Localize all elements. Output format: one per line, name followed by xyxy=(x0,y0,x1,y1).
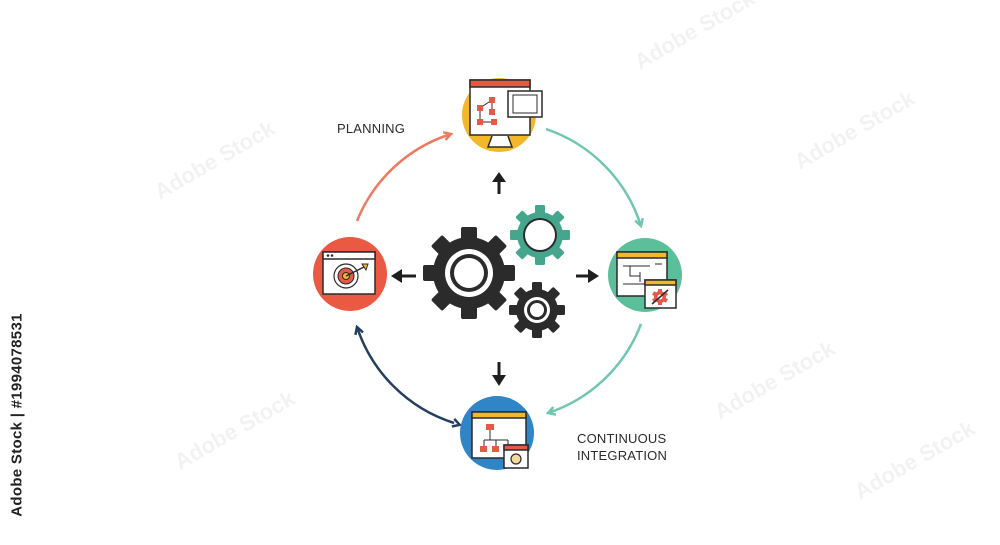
testing-stage xyxy=(608,238,682,312)
deploy-stage xyxy=(313,237,387,311)
arc-deploy-to-planning xyxy=(355,134,451,222)
watermark-brand: Adobe Stock Adobe Stock Adobe Stock Adob… xyxy=(150,0,980,504)
window-sitemap-icon xyxy=(471,411,529,469)
integration-stage xyxy=(460,396,534,470)
svg-text:Adobe Stock: Adobe Stock xyxy=(790,85,920,174)
monitor-flowchart-icon xyxy=(469,79,543,148)
arrow-down xyxy=(492,362,506,386)
svg-text:Adobe Stock: Adobe Stock xyxy=(150,115,280,204)
svg-text:Adobe Stock: Adobe Stock xyxy=(170,385,300,474)
stock-id-watermark: Adobe Stock | #1994078531 xyxy=(7,300,27,530)
small-dark-gear xyxy=(509,282,565,338)
planning-label: PLANNING xyxy=(337,121,406,136)
arc-testing-to-integration xyxy=(548,323,643,413)
planning-stage xyxy=(462,78,543,152)
continuous-integration-label-line1: CONTINUOUS xyxy=(577,431,667,446)
gears-icon xyxy=(423,205,570,338)
svg-text:Adobe Stock: Adobe Stock xyxy=(850,415,980,504)
arrow-up xyxy=(492,172,506,194)
arc-integration-to-deploy xyxy=(357,327,454,423)
arrow-right xyxy=(576,269,599,283)
continuous-integration-label-line2: INTEGRATION xyxy=(577,448,668,463)
arrow-left xyxy=(391,269,416,283)
window-settings-icon xyxy=(616,251,677,309)
svg-text:Adobe Stock: Adobe Stock xyxy=(630,0,760,74)
teal-gear xyxy=(510,205,570,265)
center-arrows xyxy=(391,172,599,386)
stock-id-text: Adobe Stock | #1994078531 xyxy=(8,313,26,517)
window-target-icon xyxy=(322,251,376,295)
arc-planning-to-testing xyxy=(545,127,641,226)
continuous-integration-label: CONTINUOUS INTEGRATION xyxy=(577,430,667,464)
large-gear xyxy=(423,227,515,319)
svg-text:Adobe Stock: Adobe Stock xyxy=(710,335,840,424)
